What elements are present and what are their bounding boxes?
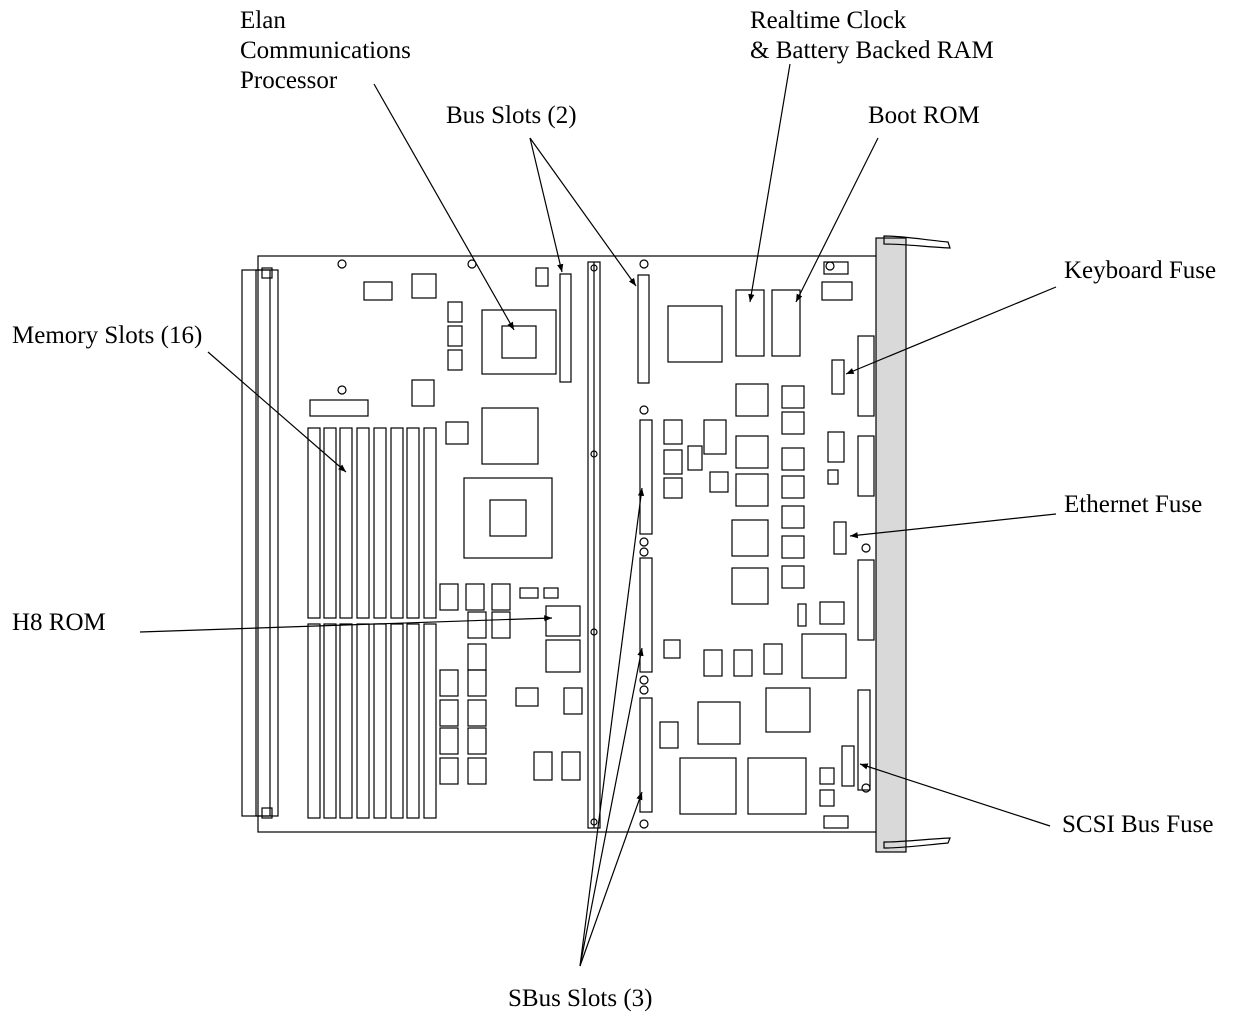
label-realtime-clock: Realtime Clock & Battery Backed RAM (750, 6, 994, 66)
label-memory-slots: Memory Slots (16) (12, 321, 202, 351)
sbus-slot-pointer-1 (579, 487, 645, 967)
ejector-bottom (883, 837, 951, 849)
label-line: Elan (240, 7, 286, 34)
label-line: H8 ROM (12, 609, 106, 636)
realtime-clock-pointer (748, 63, 791, 303)
label-line: Communications (240, 37, 411, 64)
boot-rom-chip (771, 289, 801, 357)
backplane-connector (241, 269, 279, 817)
label-scsi-bus-fuse: SCSI Bus Fuse (1062, 810, 1213, 840)
sbus-slot-pointer-3 (579, 791, 643, 967)
label-line: SCSI Bus Fuse (1062, 811, 1214, 838)
bus-slot-1 (559, 273, 572, 383)
ejector-top (883, 235, 951, 249)
sbus-slot-pointer-2 (579, 647, 644, 967)
label-elan-processor: Elan Communications Processor (240, 6, 411, 96)
label-line: Processor (240, 67, 338, 94)
board-outline (257, 255, 881, 833)
callout-lines (139, 63, 1057, 967)
bus-slot-pointer-1 (529, 137, 564, 273)
elan-pointer (373, 83, 515, 331)
h8-rom-pointer (139, 615, 553, 633)
bus-slot-2 (637, 274, 650, 384)
sbus-slot-1 (639, 419, 653, 535)
ram-chip (667, 305, 723, 363)
label-boot-rom: Boot ROM (868, 101, 980, 131)
ethernet-fuse-pointer (849, 513, 1057, 539)
cpu-chip-2 (463, 477, 553, 559)
label-ethernet-fuse: Ethernet Fuse (1064, 490, 1202, 520)
bus-slot-pointer-2 (529, 137, 637, 287)
label-keyboard-fuse: Keyboard Fuse (1064, 256, 1216, 286)
label-line: Boot ROM (868, 102, 980, 129)
boot-rom-pointer (795, 137, 879, 303)
label-line: Memory Slots (16) (12, 322, 203, 349)
label-line: SBus Slots (3) (508, 985, 653, 1012)
label-bus-slots: Bus Slots (2) (446, 101, 577, 131)
sbus-slot-3 (639, 697, 653, 813)
elan-processor-chip (481, 309, 557, 375)
label-h8-rom: H8 ROM (12, 608, 106, 638)
keyboard-fuse-pointer (845, 286, 1057, 375)
label-line: Realtime Clock (750, 7, 907, 34)
label-line: & Battery Backed RAM (750, 37, 994, 64)
realtime-clock-chip (735, 289, 765, 357)
label-line: Ethernet Fuse (1064, 491, 1203, 518)
scsi-fuse-pointer (859, 763, 1051, 827)
memory-slots-pointer (207, 351, 347, 473)
h8-rom-chip (545, 605, 581, 637)
backplane-connector-inner (255, 269, 271, 817)
front-panel (875, 237, 907, 853)
label-sbus-slots: SBus Slots (3) (508, 984, 652, 1014)
cpu-chip-1 (481, 407, 539, 465)
label-line: Bus Slots (2) (446, 102, 577, 129)
sbus-slot-2 (639, 557, 653, 673)
label-line: Keyboard Fuse (1064, 257, 1217, 284)
